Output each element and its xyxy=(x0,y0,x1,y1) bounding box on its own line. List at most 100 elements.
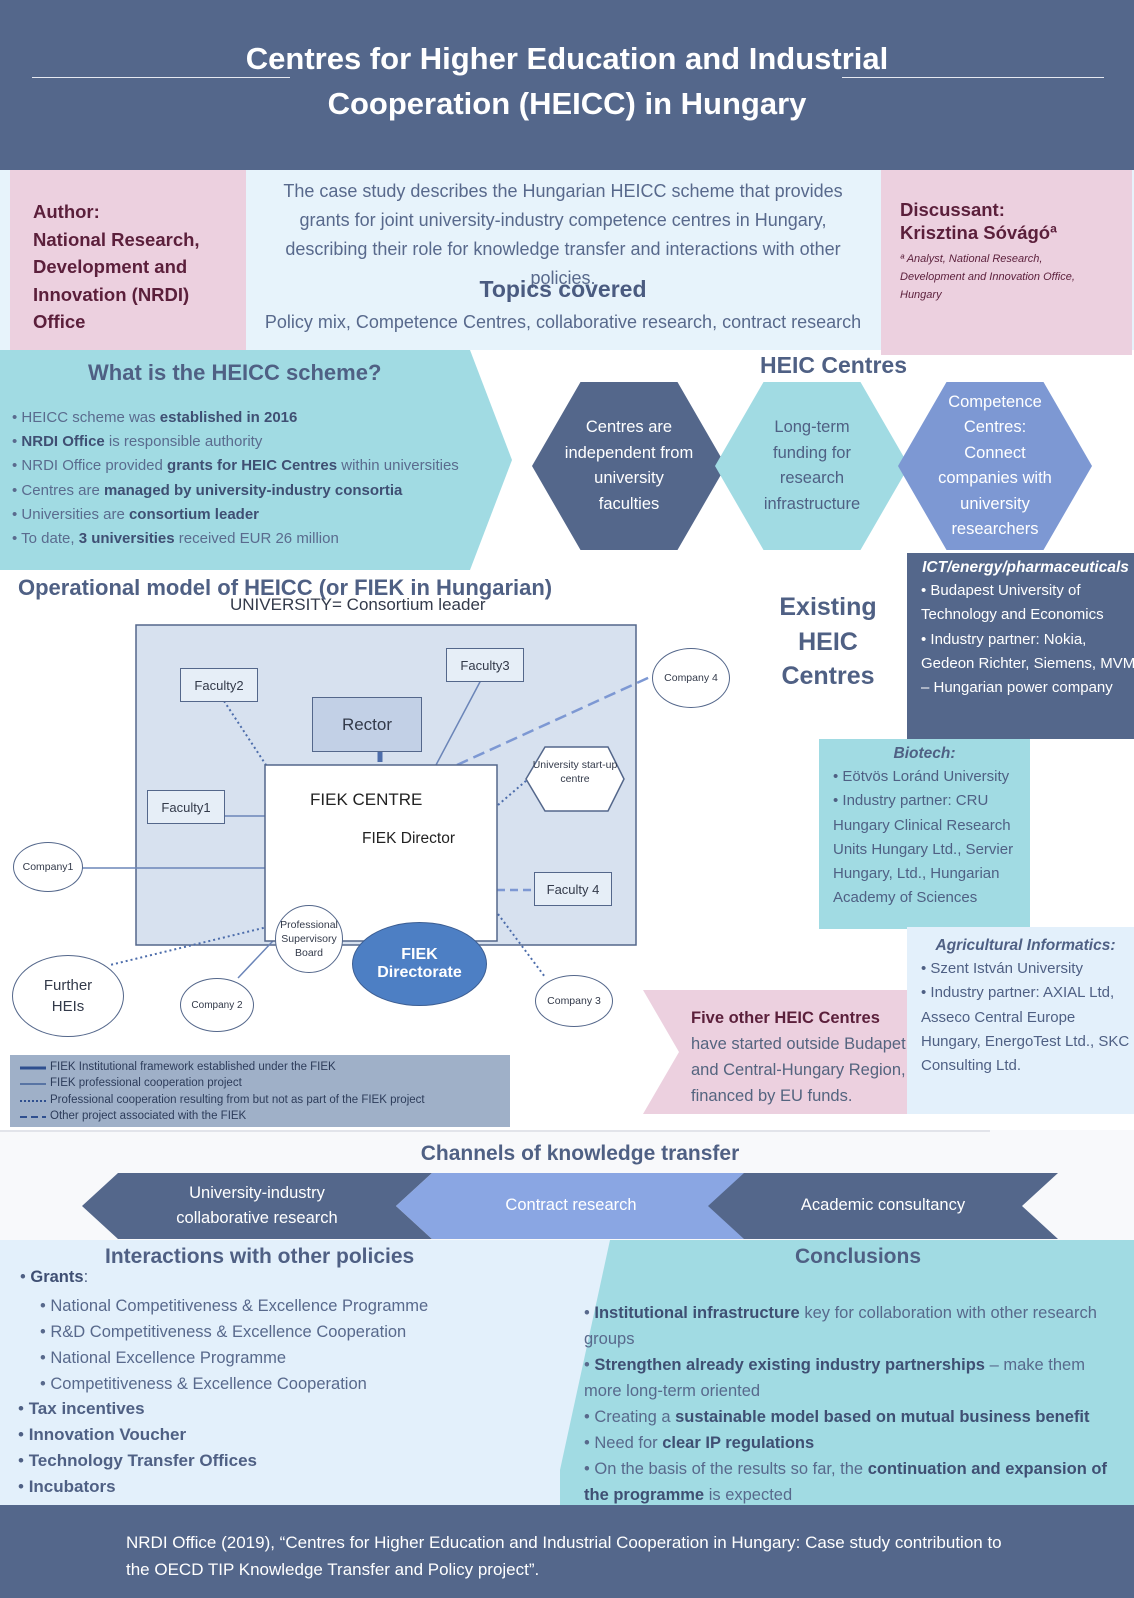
rector-box: Rector xyxy=(312,697,422,752)
channels-title: Channels of knowledge transfer xyxy=(420,1142,740,1165)
supervisory-board-circle: Professional Supervisory Board xyxy=(275,905,343,973)
ict-title: ICT/energy/pharmaceuticals xyxy=(922,559,1129,576)
faculty1-box: Faculty1 xyxy=(147,790,225,824)
title-line-2: Cooperation (HEICC) in Hungary xyxy=(327,86,807,121)
policy-item: Tax incentives xyxy=(18,1396,257,1422)
five-other-centres-bold: Five other HEIC Centres xyxy=(691,1009,880,1027)
what-is-item: NRDI Office is responsible authority xyxy=(12,430,492,454)
page-title: Centres for Higher Education and Industr… xyxy=(0,36,1134,126)
university-label: UNIVERSITY= Consortium leader xyxy=(230,595,486,614)
biotech-title: Biotech: xyxy=(893,745,956,762)
hexagon-funding-text: Long-term funding for research infrastru… xyxy=(763,418,861,513)
policy-item: Technology Transfer Offices xyxy=(18,1448,257,1474)
existing-centres-title: Existing HEIC Centres xyxy=(778,590,878,694)
what-is-item: Universities are consortium leader xyxy=(12,503,492,527)
company4-ellipse: Company 4 xyxy=(652,648,730,708)
legend-line-samples xyxy=(20,1066,46,1118)
existing-title-line: Existing xyxy=(779,593,877,621)
fiek-director-label: FIEK Director xyxy=(362,830,456,847)
fiek-centre-label: FIEK CENTRE xyxy=(310,790,423,809)
existing-title-line: Centres xyxy=(781,662,875,690)
hexagon-competence: Competence Centres: Connect companies wi… xyxy=(898,382,1092,550)
startup-centre-label: University start-up centre xyxy=(532,759,618,785)
author-line-2: Development and xyxy=(33,256,188,277)
channel-contract-research: Contract research xyxy=(396,1173,746,1239)
legend-item: Professional cooperation resulting from … xyxy=(50,1094,425,1106)
channels-divider xyxy=(0,1130,990,1132)
interactions-title: Interactions with other policies xyxy=(105,1245,415,1268)
discussant-affiliation: ª Analyst, National Research, Developmen… xyxy=(900,253,1075,301)
biotech-item: Eötvös Loránd University xyxy=(833,765,1022,789)
conclusion-item: Institutional infrastructure key for col… xyxy=(584,1300,1124,1352)
five-other-centres-text: Five other HEIC Centres have started out… xyxy=(691,1005,906,1109)
author-label: Author: xyxy=(33,201,100,222)
channel-label: University-industry collaborative resear… xyxy=(176,1183,338,1227)
channel-label: Contract research xyxy=(505,1196,637,1215)
grants-list: National Competitiveness & Excellence Pr… xyxy=(40,1293,428,1397)
legend-item: Other project associated with the FIEK xyxy=(50,1110,247,1122)
what-is-item: Centres are managed by university-indust… xyxy=(12,479,492,503)
existing-title-line: HEIC xyxy=(798,627,858,656)
what-is-item: To date, 3 universities received EUR 26 … xyxy=(12,527,492,551)
discussant-label: Discussant: xyxy=(900,199,1005,220)
grant-item: Competitiveness & Excellence Cooperation xyxy=(40,1371,428,1397)
diagram-legend: FIEK Institutional framework established… xyxy=(10,1055,510,1127)
author-box xyxy=(10,170,246,350)
author-text: Author: National Research, Development a… xyxy=(33,198,243,336)
author-line-1: National Research, xyxy=(33,228,200,250)
topics-list: Policy mix, Competence Centres, collabor… xyxy=(264,312,862,332)
channel-academic-consultancy: Academic consultancy xyxy=(708,1173,1058,1239)
grant-item: National Competitiveness & Excellence Pr… xyxy=(40,1293,428,1319)
author-line-3: Innovation (NRDI) Office xyxy=(33,283,190,333)
conclusion-item: On the basis of the results so far, the … xyxy=(584,1456,1124,1508)
operational-model-title: Operational model of HEICC (or FIEK in H… xyxy=(18,575,553,600)
what-is-item: NRDI Office provided grants for HEIC Cen… xyxy=(12,454,492,478)
legend-item: FIEK professional cooperation project xyxy=(50,1077,242,1089)
hexagon-competence-text: Competence Centres: Connect companies wi… xyxy=(938,392,1052,539)
biotech-item: Industry partner: CRU Hungary Clinical R… xyxy=(833,789,1022,910)
agri-item: Szent István University xyxy=(921,957,1134,981)
intro-description: The case study describes the Hungarian H… xyxy=(283,181,843,288)
operational-model-diagram: UNIVERSITY= Consortium leader Faculty2 F… xyxy=(0,595,730,1270)
header-banner xyxy=(0,0,1134,170)
agri-centre-box: Agricultural Informatics: Szent István U… xyxy=(907,927,1134,1114)
company3-ellipse: Company 3 xyxy=(535,975,613,1027)
policy-item: Innovation Voucher xyxy=(18,1422,257,1448)
hexagon-independent: Centres are independent from university … xyxy=(532,382,726,550)
biotech-centre-box: Biotech: Eötvös Loránd University Indust… xyxy=(819,739,1030,929)
policy-item: Incubators xyxy=(18,1474,257,1500)
company2-ellipse: Company 2 xyxy=(180,978,254,1032)
ict-item: Budapest University of Technology and Ec… xyxy=(921,579,1134,628)
channel-collaborative-research: University-industry collaborative resear… xyxy=(82,1173,432,1239)
heic-centres-title: HEIC Centres xyxy=(760,352,907,378)
company1-ellipse: Company1 xyxy=(13,842,83,892)
conclusion-item: Need for clear IP regulations xyxy=(584,1430,1124,1456)
conclusion-item: Strengthen already existing industry par… xyxy=(584,1352,1124,1404)
agri-item: Industry partner: AXIAL Ltd, Asseco Cent… xyxy=(921,981,1134,1078)
discussant-box xyxy=(881,170,1132,355)
what-is-list: HEICC scheme was established in 2016 NRD… xyxy=(12,406,492,551)
title-rule-right xyxy=(842,77,1104,78)
five-other-centres-desc: have started outside Budapet and Central… xyxy=(691,1035,906,1105)
discussant-name: Krisztina Sóvágóª xyxy=(900,222,1057,243)
agri-title: Agricultural Informatics: xyxy=(935,937,1116,954)
footer-banner xyxy=(0,1505,1134,1598)
hexagon-funding: Long-term funding for research infrastru… xyxy=(715,382,909,550)
what-is-item: HEICC scheme was established in 2016 xyxy=(12,406,492,430)
faculty4-box: Faculty 4 xyxy=(534,872,612,906)
hexagon-independent-text: Centres are independent from university … xyxy=(564,418,694,513)
grants-label: • Grants: xyxy=(20,1268,89,1286)
further-heis-ellipse: Further HEIs xyxy=(12,955,124,1037)
title-line-1: Centres for Higher Education and Industr… xyxy=(245,41,889,76)
conclusions-title: Conclusions xyxy=(795,1245,922,1268)
conclusions-list: Institutional infrastructure key for col… xyxy=(584,1300,1124,1508)
faculty2-box: Faculty2 xyxy=(180,668,258,702)
policy-list: Tax incentives Innovation Voucher Techno… xyxy=(18,1396,257,1500)
faculty3-box: Faculty3 xyxy=(446,648,524,682)
conclusion-item: Creating a sustainable model based on mu… xyxy=(584,1404,1124,1430)
channel-label: Academic consultancy xyxy=(800,1196,966,1215)
title-rule-left xyxy=(32,77,290,78)
fiek-directorate-ellipse: FIEK Directorate xyxy=(352,922,487,1006)
grants-label-text: Grants xyxy=(30,1268,84,1286)
diagram-lines xyxy=(76,624,650,979)
